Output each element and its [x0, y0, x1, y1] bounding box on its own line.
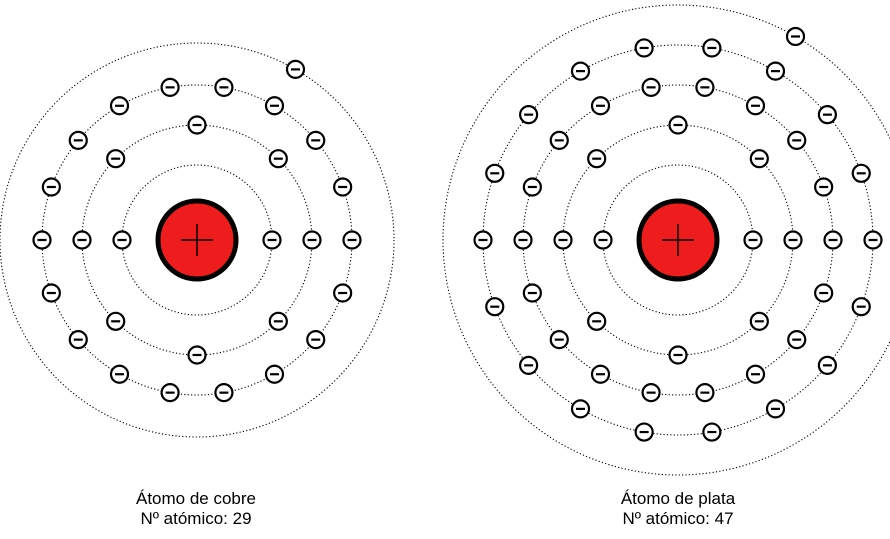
copper-electron-shell3-1 — [32, 230, 52, 250]
copper-atomic-number: Nº atómico: 29 — [140, 509, 252, 528]
copper-electron-shell2-1 — [72, 230, 92, 250]
silver-electron-shell4-18 — [485, 297, 505, 317]
silver-electron-shell4-14 — [702, 422, 722, 442]
silver-electron-shell3-15 — [641, 383, 661, 403]
copper-atom-name: Átomo de cobre — [135, 489, 256, 508]
silver-electron-shell4-7 — [765, 61, 786, 81]
copper-electron-shell3-18 — [41, 283, 61, 303]
silver-atomic-number: Nº atómico: 47 — [622, 509, 734, 528]
copper-electron-shell2-4 — [268, 149, 288, 169]
silver-electron-shell3-2 — [522, 177, 542, 197]
silver-electron-shell4-2 — [485, 163, 505, 183]
silver-electron-shell1-1 — [593, 230, 613, 250]
copper-electron-shell3-15 — [160, 383, 180, 403]
copper-electron-shell3-6 — [214, 77, 234, 97]
silver-electron-shell3-5 — [641, 77, 661, 97]
silver-atom-caption: Átomo de plata Nº atómico: 47 — [558, 489, 798, 529]
silver-electron-shell2-5 — [783, 230, 803, 250]
silver-electron-shell4-5 — [634, 38, 654, 58]
silver-electron-shell4-8 — [817, 105, 837, 125]
copper-electron-shell3-16 — [109, 364, 130, 384]
silver-electron-shell3-7 — [745, 96, 766, 116]
silver-electron-shell2-6 — [749, 311, 769, 331]
silver-nucleus-plus-icon — [662, 224, 694, 256]
silver-electron-shell2-3 — [668, 115, 688, 135]
copper-electron-shell3-5 — [160, 77, 180, 97]
copper-electron-shell1-2 — [262, 230, 282, 250]
copper-nucleus — [155, 198, 239, 282]
silver-electron-shell3-4 — [590, 96, 611, 116]
copper-electron-shell2-2 — [106, 149, 126, 169]
silver-electron-shell4-6 — [702, 38, 722, 58]
silver-electron-shell4-15 — [634, 422, 654, 442]
silver-electron-shell5-1 — [785, 26, 806, 47]
copper-electron-shell3-7 — [264, 96, 285, 116]
copper-electron-shell3-3 — [68, 130, 88, 150]
copper-electron-shell3-8 — [306, 130, 326, 150]
silver-electron-shell4-13 — [765, 399, 786, 419]
silver-electron-shell4-11 — [851, 297, 871, 317]
silver-electron-shell3-1 — [513, 230, 533, 250]
silver-orbit-5 — [442, 4, 890, 476]
silver-electron-shell3-18 — [522, 283, 542, 303]
silver-electron-shell2-7 — [668, 345, 688, 365]
silver-electron-shell2-1 — [553, 230, 573, 250]
copper-electron-shell3-2 — [41, 177, 61, 197]
silver-electron-shell3-12 — [787, 330, 807, 350]
copper-electron-shell3-17 — [68, 330, 88, 350]
copper-electron-shell2-3 — [187, 115, 207, 135]
silver-electron-shell2-2 — [587, 149, 607, 169]
silver-electron-shell4-10 — [863, 230, 883, 250]
copper-electron-shell3-13 — [264, 364, 285, 384]
silver-electron-shell4-16 — [570, 399, 591, 419]
silver-electron-shell3-14 — [695, 383, 715, 403]
silver-electron-shell3-13 — [745, 364, 766, 384]
silver-electron-shell3-10 — [823, 230, 843, 250]
silver-electron-shell1-2 — [743, 230, 763, 250]
copper-electron-shell1-1 — [112, 230, 132, 250]
silver-electron-shell3-17 — [549, 330, 569, 350]
copper-electron-shell3-11 — [333, 283, 353, 303]
copper-electron-shell2-7 — [187, 345, 207, 365]
copper-electron-shell2-5 — [302, 230, 322, 250]
silver-atom — [442, 4, 890, 476]
silver-electron-shell3-11 — [814, 283, 834, 303]
copper-electron-shell3-12 — [306, 330, 326, 350]
copper-electron-shell2-6 — [268, 311, 288, 331]
silver-electron-shell4-17 — [519, 355, 539, 375]
silver-atom-name: Átomo de plata — [620, 489, 736, 508]
silver-electron-shell4-3 — [519, 105, 539, 125]
silver-electron-shell3-6 — [695, 77, 715, 97]
silver-nucleus — [636, 198, 720, 282]
silver-electron-shell2-4 — [749, 149, 769, 169]
copper-electron-shell3-14 — [214, 383, 234, 403]
copper-electron-shell4-1 — [285, 59, 306, 79]
copper-electron-shell3-4 — [109, 96, 130, 116]
silver-electron-shell2-8 — [587, 311, 607, 331]
silver-electron-shell4-12 — [817, 355, 837, 375]
silver-electron-shell3-3 — [549, 130, 569, 150]
silver-electron-shell4-4 — [570, 61, 591, 81]
copper-electron-shell2-8 — [106, 311, 126, 331]
copper-orbit-4 — [0, 42, 395, 438]
copper-electron-shell3-10 — [342, 230, 362, 250]
silver-electron-shell3-8 — [787, 130, 807, 150]
copper-atom — [0, 42, 395, 438]
silver-electron-shell4-1 — [473, 230, 493, 250]
silver-electron-shell3-16 — [590, 364, 611, 384]
copper-electron-shell3-9 — [333, 177, 353, 197]
copper-nucleus-plus-icon — [181, 224, 213, 256]
copper-atom-caption: Átomo de cobre Nº atómico: 29 — [76, 489, 316, 529]
silver-electron-shell4-9 — [851, 163, 871, 183]
silver-electron-shell3-9 — [814, 177, 834, 197]
